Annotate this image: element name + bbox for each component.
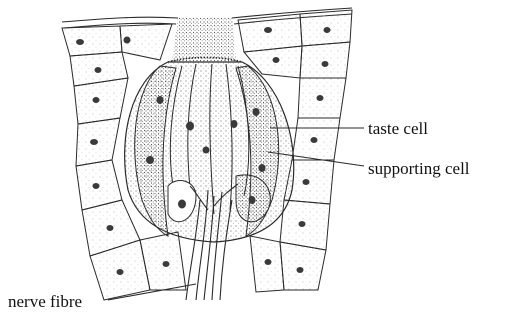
taste-cell-label: taste cell (368, 120, 428, 137)
nerve-fibre-label: nerve fibre (8, 293, 82, 310)
supporting-cell-label: supporting cell (368, 160, 470, 177)
